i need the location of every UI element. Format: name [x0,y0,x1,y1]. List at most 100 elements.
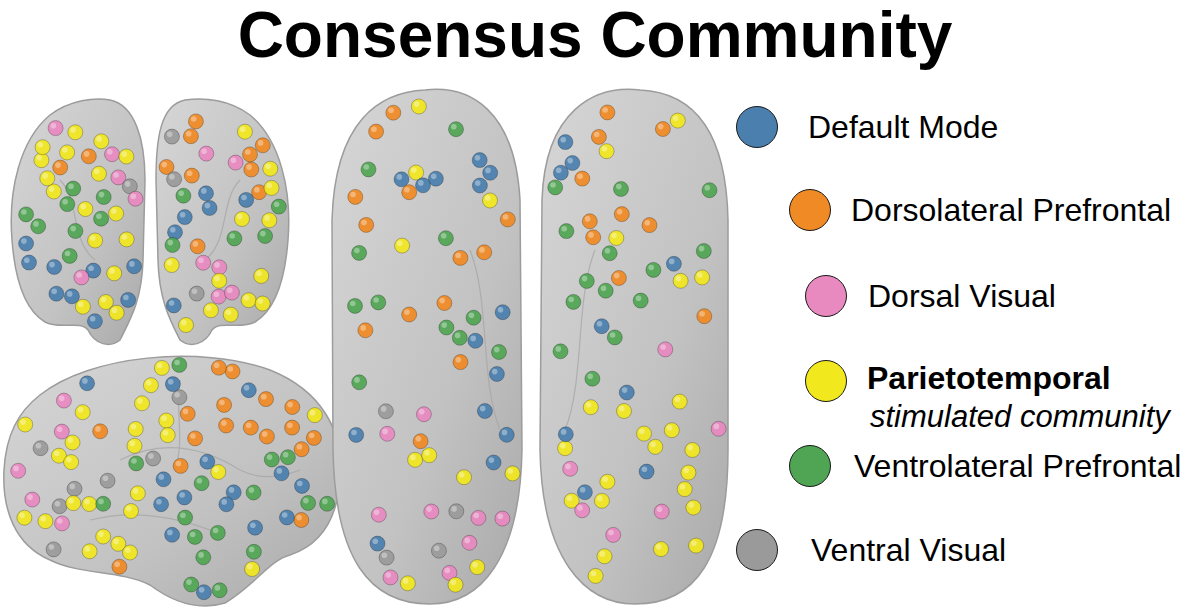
dot-highlight [699,246,705,252]
electrode-dot [11,463,26,478]
dot-highlight [265,164,271,170]
dot-highlight [699,311,705,317]
electrode-dot [17,510,32,525]
electrode-dot [306,430,321,445]
electrode-dot [94,134,109,149]
electrode-dot [348,189,363,204]
electrode-dot [416,407,431,422]
electrode-dot [165,377,180,392]
dot-highlight [673,115,679,121]
dot-highlight [322,499,328,505]
electrode-dot [424,504,439,519]
dot-highlight [191,116,197,122]
dot-highlight [90,316,96,322]
electrode-dot [184,577,199,592]
dot-highlight [361,220,367,226]
dot-highlight [42,173,48,179]
electrode-dot [370,536,385,551]
electrode-dot [128,422,143,437]
dot-highlight [168,379,174,385]
dot-highlight [33,221,39,227]
dot-highlight [434,546,440,552]
dot-highlight [404,187,410,193]
dot-highlight [169,300,175,306]
dot-highlight [240,127,246,133]
electrode-dot [119,149,134,164]
dot-highlight [404,309,410,315]
electrode-dot [255,138,270,153]
dot-highlight [503,214,509,220]
dot-highlight [51,289,57,295]
dot-highlight [215,585,221,591]
dot-highlight [78,302,84,308]
electrode-dot [255,296,270,311]
dot-highlight [167,131,173,137]
electrode-dot [477,404,492,419]
legend-label: Parietotemporal [867,358,1111,398]
electrode-dot [600,105,615,120]
electrode-dot [112,559,127,574]
dot-highlight [691,540,697,546]
electrode-dot [248,520,263,535]
electrode-dot [143,378,158,393]
dot-highlight [287,422,293,428]
dot-highlight [36,155,42,161]
electrode-dot [62,248,77,263]
dot-highlight [382,429,388,435]
electrode-dot [22,255,37,270]
dot-highlight [179,492,185,498]
dot-highlight [95,426,101,432]
dot-highlight [99,192,105,198]
electrode-dot [614,207,629,222]
electrode-dot [352,245,367,260]
dot-highlight [410,455,416,461]
dot-highlight [24,257,30,263]
dot-highlight [229,233,235,239]
dot-highlight [608,530,614,536]
dot-highlight [180,212,186,218]
electrode-dot [586,230,601,245]
electrode-dot [637,426,652,441]
electrode-dot [100,473,115,488]
dot-highlight [297,481,303,487]
electrode-dot [285,420,300,435]
dot-highlight [148,453,154,459]
dot-highlight [388,108,394,114]
dot-highlight [202,457,208,463]
dot-highlight [167,530,173,536]
electrode-dot [449,122,464,137]
dot-highlight [587,374,593,380]
dot-highlight [475,155,481,161]
electrode-dot [196,255,211,270]
electrode-dot [225,364,240,379]
electrode-dot [579,274,594,289]
dot-highlight [198,552,204,558]
electrode-dot [448,577,463,592]
electrode-dot [697,309,712,324]
dot-highlight [277,468,283,474]
electrode-dot [672,394,687,409]
electrode-dot [379,550,394,565]
electrode-dot [646,262,661,277]
electrode-dot [244,162,259,177]
dot-highlight [137,398,143,404]
electrode-dot [219,497,234,512]
coronal-hemisphere [156,99,289,344]
electrode-dot [129,456,144,471]
electrode-dot [566,294,581,309]
dot-highlight [656,544,662,550]
dot-highlight [567,158,573,164]
electrode-dot [681,465,696,480]
electrode-dot [457,470,472,485]
dot-highlight [113,172,119,178]
dot-highlight [591,571,597,577]
electrode-dot [64,289,79,304]
electrode-dot [633,293,648,308]
electrode-dot [223,307,238,322]
dot-highlight [274,201,280,207]
electrode-dot [121,292,136,307]
electrode-dot [654,504,669,519]
dot-highlight [70,127,76,133]
dot-highlight [610,332,616,338]
dot-highlight [19,513,25,519]
